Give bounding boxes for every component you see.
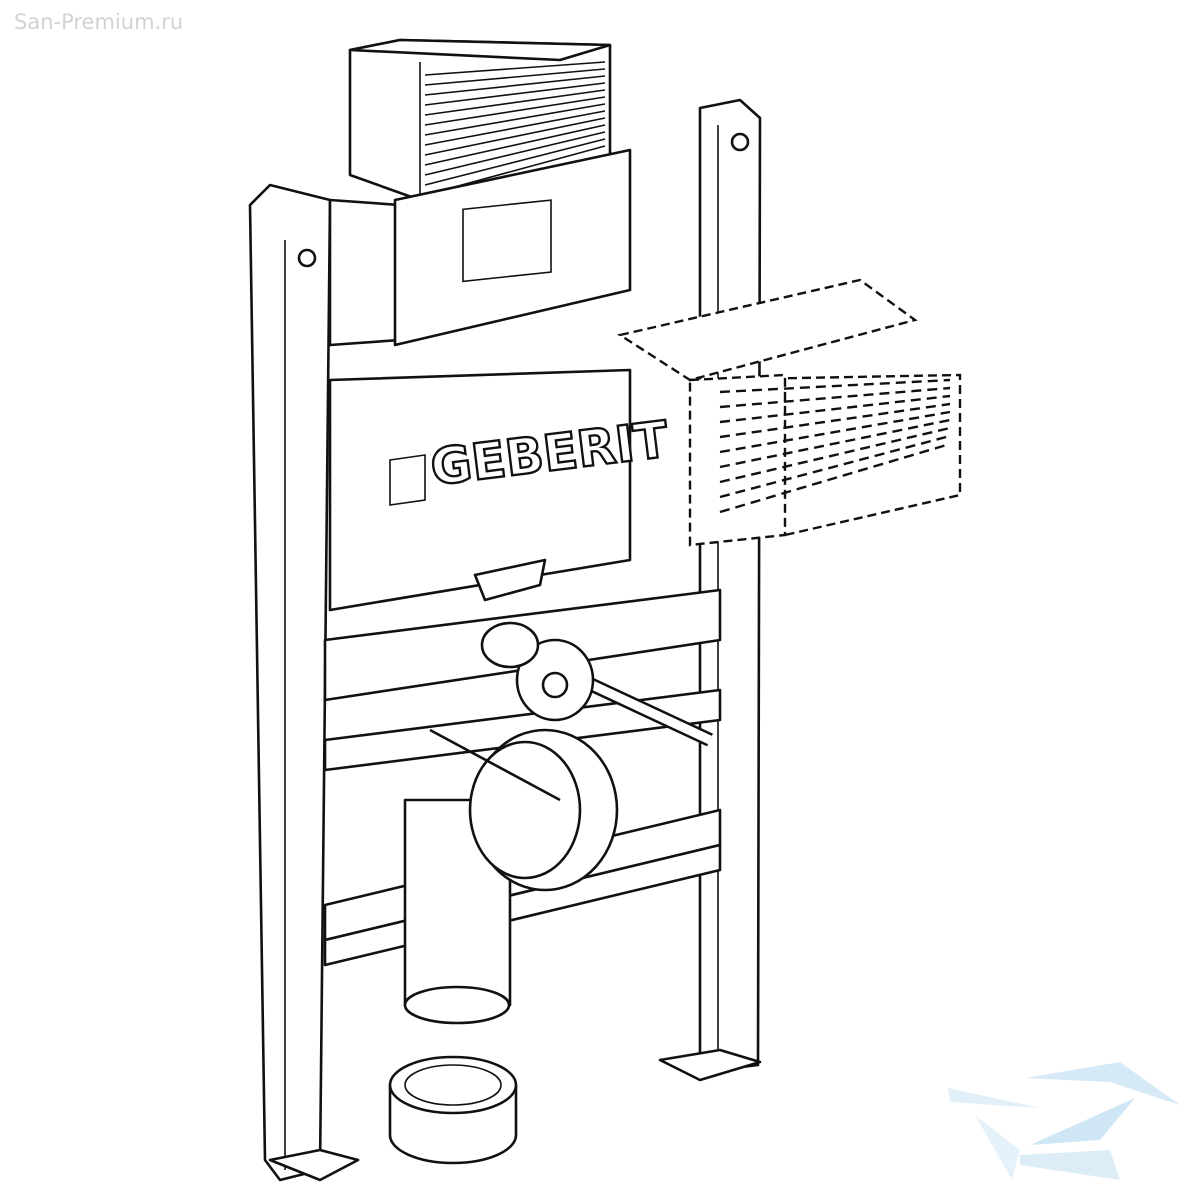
dashed-accessory-box xyxy=(616,278,962,547)
drain-bend xyxy=(403,728,619,1025)
water-inlet-valve xyxy=(480,621,713,747)
bathtub-logo-icon xyxy=(948,1062,1180,1180)
left-upright xyxy=(248,183,360,1182)
pipe-cap xyxy=(388,1055,518,1165)
cistern-body: GEBERIT xyxy=(328,148,673,612)
cistern-top-box xyxy=(348,38,612,202)
watermark-text: San-Premium.ru xyxy=(14,10,184,34)
